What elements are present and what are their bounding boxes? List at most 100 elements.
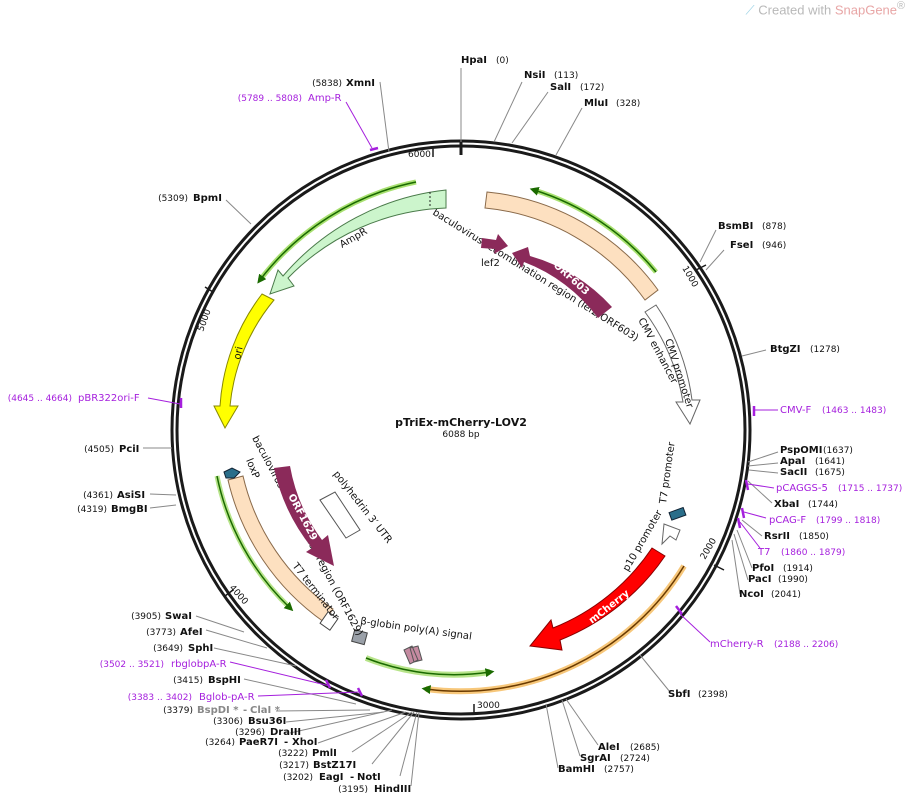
svg-text:(328): (328) [616, 99, 640, 109]
site-labels: HpaI (0) NsiI (113) SalI (172) MluI (328… [77, 55, 853, 795]
cmv-arrow [644, 304, 701, 426]
svg-text:(4319): (4319) [77, 505, 107, 515]
snapgene-logo-icon: ⟋ [745, 2, 759, 18]
svg-text:(2685): (2685) [630, 743, 660, 753]
tick-3000: 3000 [477, 701, 500, 711]
svg-text:(3502 .. 3521): (3502 .. 3521) [100, 660, 164, 670]
svg-text:(1637): (1637) [823, 446, 853, 456]
site-bamhi: BamHI [558, 764, 595, 775]
svg-text:(1641): (1641) [815, 457, 845, 467]
svg-text:(0): (0) [496, 56, 509, 66]
primer-pcag-f: pCAG-F [769, 515, 806, 526]
primer-pbr322ori-f: pBR322ori-F [78, 393, 140, 404]
ruler-ticks [204, 147, 725, 714]
loxp-marker [223, 467, 241, 479]
svg-text:(5789 .. 5808): (5789 .. 5808) [238, 94, 302, 104]
svg-text:(3415): (3415) [173, 676, 203, 686]
svg-text:(2188 .. 2206): (2188 .. 2206) [774, 640, 838, 650]
site-bsmbi: BsmBI [718, 221, 753, 232]
site-xmni: XmnI [346, 78, 375, 89]
svg-text:-: - [243, 705, 247, 716]
globin-highlight [364, 655, 491, 678]
svg-text:(1675): (1675) [815, 468, 845, 478]
svg-text:(4361): (4361) [83, 491, 113, 501]
t7-promoter-right-label: T7 promoter [658, 441, 678, 506]
site-ncoi: NcoI [739, 589, 764, 600]
ori-label: ori [232, 346, 245, 361]
site-draiii: DraIII [270, 727, 301, 738]
site-pspomi: PspOMI [780, 445, 822, 456]
site-eagi: EagI [319, 772, 343, 783]
primer-mcherry-r: mCherry-R [710, 639, 764, 650]
site-sphi: SphI [188, 643, 213, 654]
globin-box [351, 629, 368, 646]
site-swai: SwaI [165, 611, 192, 622]
svg-text:(3306): (3306) [213, 717, 243, 727]
bac-region-left [227, 475, 334, 623]
svg-text:(172): (172) [580, 83, 604, 93]
site-hindiii: HindIII [374, 784, 411, 795]
site-bpmi: BpmI [193, 193, 222, 204]
t7-terminator-box [319, 611, 339, 631]
site-bmgbi: BmgBI [111, 504, 148, 515]
site-bstz17i: BstZ17I [313, 760, 356, 771]
svg-text:(946): (946) [762, 241, 786, 251]
svg-text:(3195): (3195) [338, 785, 368, 795]
site-mlui: MluI [584, 98, 608, 109]
orf1629-arrow [274, 466, 334, 566]
svg-text:(113): (113) [554, 71, 578, 81]
svg-text:(3773): (3773) [146, 628, 176, 638]
primer-marks [179, 146, 756, 697]
tick-5000: 5000 [196, 308, 213, 333]
bac-region-top [484, 191, 659, 301]
primer-pcaggs-5: pCAGGS-5 [776, 483, 828, 494]
site-nsii: NsiI [524, 70, 545, 81]
site-rsrii: RsrII [764, 531, 790, 542]
svg-text:(2724): (2724) [620, 754, 650, 764]
p10-arrow [661, 523, 681, 546]
site-afei: AfeI [180, 627, 203, 638]
svg-text:(1715 .. 1737): (1715 .. 1737) [838, 484, 902, 494]
svg-text:(2041): (2041) [771, 590, 801, 600]
site-btgzi: BtgZI [770, 344, 801, 355]
site-clai: ClaI * [250, 705, 281, 716]
site-bspdi: BspDI * [197, 705, 239, 716]
plasmid-name: pTriEx-mCherry-LOV2 [395, 416, 527, 429]
site-noti: NotI [357, 772, 381, 783]
site-asisi: AsiSI [117, 490, 145, 501]
tick-6000: 6000 [408, 150, 431, 160]
svg-text:(2398): (2398) [698, 690, 728, 700]
ori-arrow [213, 293, 275, 430]
site-bsu36i: Bsu36I [248, 716, 286, 727]
site-pcii: PciI [119, 444, 139, 455]
primer-lines [147, 101, 778, 697]
svg-text:-: - [284, 737, 288, 748]
svg-text:(3222): (3222) [278, 749, 308, 759]
site-lines [143, 68, 779, 787]
primer-t7: T7 [757, 547, 770, 558]
svg-text:(3202): (3202) [283, 773, 313, 783]
site-fsei: FseI [730, 240, 753, 251]
lef2-label: lef2 [481, 258, 500, 269]
primer-amp-r: Amp-R [308, 93, 342, 104]
svg-text:(3383 .. 3402): (3383 .. 3402) [128, 693, 192, 703]
svg-text:(4645 .. 4664): (4645 .. 4664) [8, 394, 72, 404]
primer-rbglobpa-r: rbglobpA-R [171, 659, 227, 670]
svg-text:(5309): (5309) [158, 194, 188, 204]
svg-text:(1278): (1278) [810, 345, 840, 355]
svg-text:(4505): (4505) [84, 445, 114, 455]
tick-1000: 1000 [679, 265, 699, 290]
polyhedrin-utr [319, 491, 361, 539]
primer-cmv-f: CMV-F [780, 405, 811, 416]
svg-text:(1463 .. 1483): (1463 .. 1483) [822, 406, 886, 416]
primer-labels: (5789 .. 5808) Amp-R CMV-F (1463 .. 1483… [8, 93, 903, 703]
primer-bglob-pa-r: Bglob-pA-R [199, 692, 255, 703]
svg-text:(3217): (3217) [279, 761, 309, 771]
site-paer7i: PaeR7I [239, 737, 278, 748]
t7-promoter-marker [668, 506, 687, 521]
orf603-arrow [512, 247, 612, 318]
svg-text:(1850): (1850) [799, 532, 829, 542]
globin-polya-marker [403, 645, 423, 665]
svg-text:(878): (878) [762, 222, 786, 232]
site-sacii: SacII [780, 467, 807, 478]
